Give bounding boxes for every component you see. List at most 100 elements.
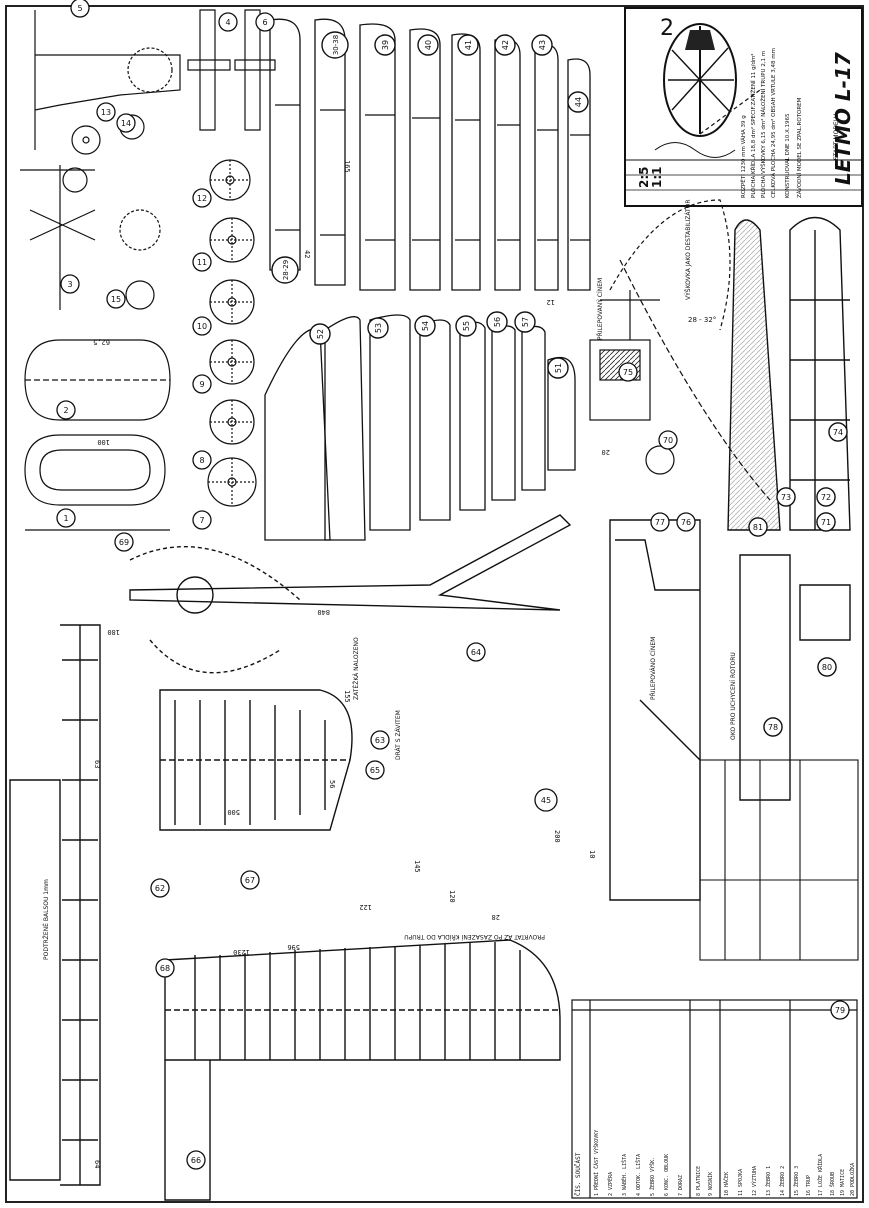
svg-text:65: 65 xyxy=(370,766,380,775)
spec-row-2: PLOCHA KŘÍDLA 18,8 dm² SPECIF.ZATÍŽENÍ 1… xyxy=(749,53,757,198)
svg-text:54: 54 xyxy=(421,321,430,331)
svg-text:72: 72 xyxy=(821,493,831,502)
rib-badge: 30-38 xyxy=(321,31,349,59)
svg-text:40: 40 xyxy=(424,40,433,50)
svg-text:69: 69 xyxy=(119,538,129,547)
svg-text:14: 14 xyxy=(121,119,131,128)
svg-text:66: 66 xyxy=(191,1156,201,1165)
part-row: 18 ŠROUB xyxy=(829,1172,836,1196)
svg-text:79: 79 xyxy=(835,1006,845,1015)
dim-28: 28 xyxy=(492,913,500,921)
rotor-glider-sketch: 2 xyxy=(654,16,761,158)
svg-text:55: 55 xyxy=(462,321,471,331)
svg-text:57: 57 xyxy=(521,317,530,327)
parts-top-left xyxy=(20,10,181,531)
svg-text:52: 52 xyxy=(316,329,325,339)
svg-text:15: 15 xyxy=(111,295,121,304)
svg-text:76: 76 xyxy=(681,518,691,527)
constructor-row: KONSTRUOVAL DNE 10.X.1965 xyxy=(785,113,791,198)
part-row: 9 NOSNÍK xyxy=(706,1172,714,1196)
svg-text:43: 43 xyxy=(538,40,547,50)
rib-badge: 57 xyxy=(514,311,536,333)
part-row: 5 ŽEBRO VÝŠK. xyxy=(648,1157,656,1196)
svg-text:11: 11 xyxy=(197,258,207,267)
rib-group-lower xyxy=(264,314,576,541)
part-row: 20 PODLOŽKA xyxy=(848,1163,856,1196)
part-row: 14 ŽEBRO 2 xyxy=(778,1166,786,1196)
svg-text:8: 8 xyxy=(199,456,204,465)
note-destabilizer: VÝŠKOVKA JAKO DESTABILIZÁTOR xyxy=(685,199,692,300)
rib-badge: 28-29 xyxy=(271,256,299,284)
svg-text:30-38: 30-38 xyxy=(332,35,340,55)
svg-text:44: 44 xyxy=(574,97,583,107)
title-block: 2 LETMO L-17 START MODELU ROZPĚTÍ 1230 m… xyxy=(624,7,863,207)
rib-badge: 55 xyxy=(455,315,477,337)
svg-text:7: 7 xyxy=(199,516,204,525)
svg-text:78: 78 xyxy=(768,723,778,732)
part-row: 3 NÁBĚH. LIŠTA xyxy=(620,1154,628,1196)
dim-1230: 1230 xyxy=(233,948,250,956)
svg-text:80: 80 xyxy=(822,663,832,672)
subtitle-row: ZÁVODNÍ MODEL SE ZPAL.ROTOREM xyxy=(796,97,803,198)
dim-42: 42 xyxy=(303,250,311,258)
part-row: 13 ŽEBRO 1 xyxy=(764,1166,772,1196)
dim-12: 12 xyxy=(547,298,555,306)
parts-4-6 xyxy=(187,9,276,131)
note-wing: PODTRŽENÉ BALSOU 1mm xyxy=(42,879,50,960)
part-row: 19 MATICE xyxy=(840,1169,846,1196)
svg-text:53: 53 xyxy=(374,323,383,333)
material-table xyxy=(699,759,859,961)
rib-badge: 39 xyxy=(374,34,396,56)
svg-text:74: 74 xyxy=(833,428,843,437)
part-row: 15 ŽEBRO 3 xyxy=(792,1166,800,1196)
svg-text:12: 12 xyxy=(197,194,207,203)
svg-text:45: 45 xyxy=(541,796,551,805)
part-row: 2 VZPĚRA xyxy=(606,1172,614,1196)
svg-text:1: 1 xyxy=(63,514,68,523)
dim-165: 165 xyxy=(343,160,351,173)
scale-a: 2:5 xyxy=(637,167,651,189)
note-rotor-label: PŘILEPOVANÝ CÍNEM xyxy=(596,278,604,340)
svg-text:75: 75 xyxy=(623,368,633,377)
spec-row-3: PLOCHA VÝŠKOVKY 6,15 dm² NÁLOŽENÍ TRUPU … xyxy=(759,51,767,198)
svg-text:62: 62 xyxy=(155,884,165,893)
tail-boom-side xyxy=(727,216,851,537)
svg-text:10: 10 xyxy=(197,322,207,331)
part-row: 17 LOŽE KŘÍDLA xyxy=(816,1154,824,1196)
dim-596: 596 xyxy=(287,943,300,951)
svg-text:5: 5 xyxy=(77,4,82,13)
svg-text:42: 42 xyxy=(501,40,510,50)
dim-62-5: 62,5 xyxy=(93,338,110,346)
dimension-labels: 1230 596 500 840 155 165 120 145 122 63 … xyxy=(93,160,610,1168)
wing-plan-upper xyxy=(159,689,353,831)
note-destab-angle: 28 - 32° xyxy=(688,316,716,324)
dim-10: 10 xyxy=(588,850,596,858)
svg-text:2: 2 xyxy=(660,16,674,41)
part-row: 4 ODTOK. LIŠTA xyxy=(635,1154,642,1196)
dim-100: 100 xyxy=(97,438,110,446)
note-bent: PŘILEPOVÁNO CÍNEM xyxy=(649,637,657,700)
svg-text:56: 56 xyxy=(493,317,502,327)
dim-500: 500 xyxy=(227,808,240,816)
svg-text:63: 63 xyxy=(375,736,385,745)
part-row: 10 HÁČEK xyxy=(723,1172,730,1196)
svg-text:81: 81 xyxy=(753,523,763,532)
svg-text:28-29: 28-29 xyxy=(282,260,290,280)
dim-145: 145 xyxy=(413,860,421,873)
dim-56: 56 xyxy=(328,780,336,788)
rib-badge: 51 xyxy=(547,357,569,379)
part-list-table xyxy=(571,999,858,1199)
rotor-blade xyxy=(129,514,572,674)
part-row: 11 SPOJKA xyxy=(738,1169,744,1196)
rib-badge: 44 xyxy=(567,91,589,113)
spec-row-4: CELKOVÁ PLOCHA 24,95 dm² OBSAH VRTULE 3,… xyxy=(770,48,777,198)
part-list-header: ČÍS. SOUČÁST xyxy=(574,1152,582,1196)
note-thread: DRÁT S ZÁVITEM xyxy=(395,710,402,760)
dim-840: 840 xyxy=(317,608,330,616)
svg-text:77: 77 xyxy=(655,518,665,527)
rib-badge: 40 xyxy=(417,34,439,56)
svg-text:39: 39 xyxy=(381,40,390,50)
svg-text:70: 70 xyxy=(663,436,673,445)
scale-b: 1:1 xyxy=(650,167,664,189)
spec-row-1: ROZPĚTÍ 1230 mm VÁHA 39 g xyxy=(739,115,747,198)
